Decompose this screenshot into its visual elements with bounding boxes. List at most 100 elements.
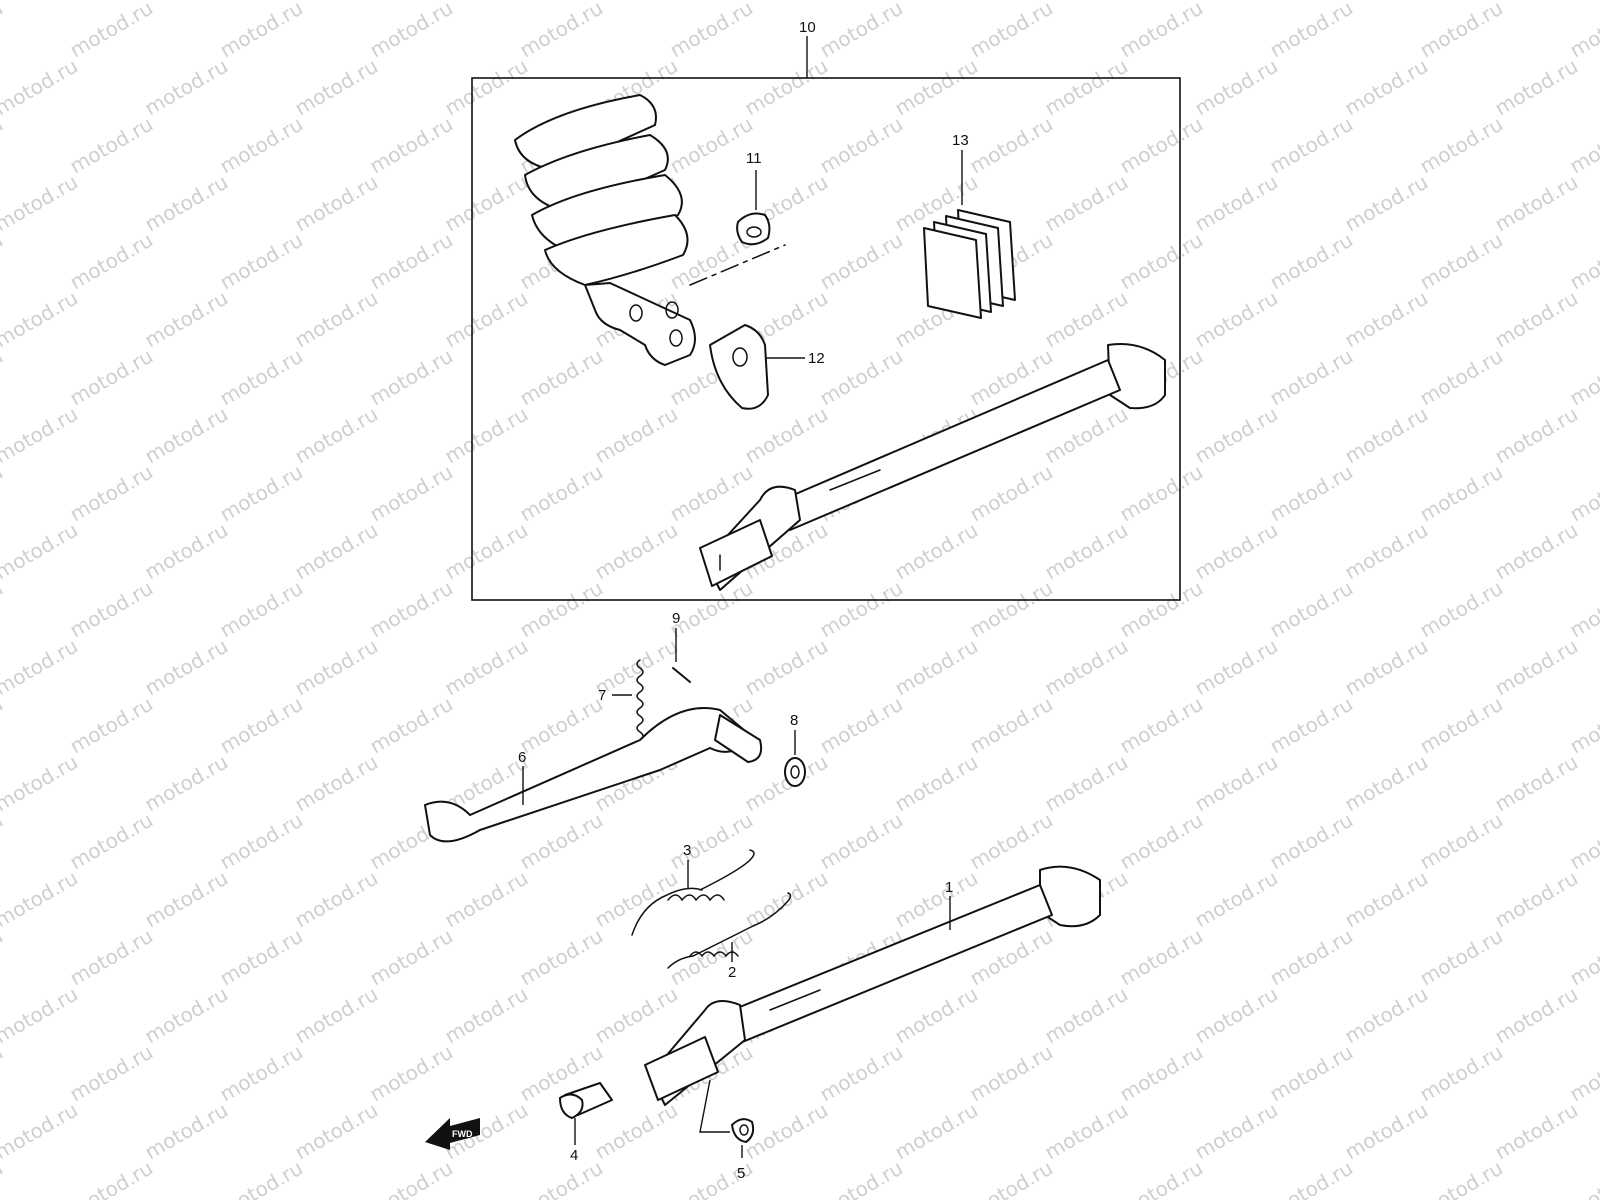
part-11-cap-nut[interactable] [736, 170, 771, 246]
watermark-text: motod.ru [216, 692, 307, 759]
part-8-washer[interactable] [784, 730, 806, 787]
watermark-text: motod.ru [1416, 344, 1507, 411]
part-6-stand-arm[interactable] [424, 707, 763, 843]
watermark-text: motod.ru [1116, 692, 1207, 759]
watermark-text: motod.ru [1566, 0, 1600, 62]
watermark-text: motod.ru [1266, 808, 1357, 875]
watermark-text: motod.ru [516, 808, 607, 875]
callout-11: 11 [746, 150, 762, 167]
fwd-arrow-icon: FWD [425, 1118, 480, 1150]
part-3-spring[interactable] [631, 849, 755, 936]
part-1-side-stand[interactable] [644, 865, 1101, 1106]
watermark-text: motod.ru [1191, 54, 1282, 121]
part-7-spring[interactable] [612, 659, 644, 741]
watermark-text: motod.ru [0, 344, 7, 411]
watermark-text: motod.ru [441, 518, 532, 585]
watermark-text: motod.ru [66, 460, 157, 527]
watermark-text: motod.ru [666, 808, 757, 875]
watermark-text: motod.ru [1041, 750, 1132, 817]
watermark-text: motod.ru [1341, 170, 1432, 237]
watermark-text: motod.ru [1341, 634, 1432, 701]
watermark-text: motod.ru [0, 1040, 7, 1107]
watermark-text: motod.ru [1041, 0, 1132, 4]
watermark-text: motod.ru [66, 692, 157, 759]
watermark-text: motod.ru [1491, 54, 1582, 121]
watermark-text: motod.ru [1266, 112, 1357, 179]
watermark-text: motod.ru [516, 0, 607, 62]
watermark-text: motod.ru [666, 112, 757, 179]
watermark-text: motod.ru [66, 808, 157, 875]
watermark-text: motod.ru [666, 460, 757, 527]
watermark-text: motod.ru [1566, 1040, 1600, 1107]
watermark-text: motod.ru [1416, 808, 1507, 875]
watermark-text: motod.ru [1266, 576, 1357, 643]
watermark-text: motod.ru [516, 576, 607, 643]
part-12-bracket[interactable] [709, 324, 805, 410]
watermark-text: motod.ru [66, 576, 157, 643]
watermark-text: motod.ru [0, 54, 82, 121]
watermark-text: motod.ru [1491, 170, 1582, 237]
watermark-text: motod.ru [366, 576, 457, 643]
watermark-text: motod.ru [966, 460, 1057, 527]
watermark-text: motod.ru [141, 170, 232, 237]
watermark-text: motod.ru [1341, 402, 1432, 469]
watermark-text: motod.ru [1566, 808, 1600, 875]
kit-group-10[interactable] [471, 36, 1181, 601]
watermark-text: motod.ru [291, 866, 382, 933]
part-4-bolt[interactable] [559, 1082, 613, 1145]
watermark-text: motod.ru [966, 576, 1057, 643]
watermark-text: motod.ru [1041, 518, 1132, 585]
watermark-text: motod.ru [66, 112, 157, 179]
watermark-text: motod.ru [291, 750, 382, 817]
watermark-text: motod.ru [66, 924, 157, 991]
watermark-text: motod.ru [1116, 112, 1207, 179]
watermark-text: motod.ru [516, 692, 607, 759]
watermark-text: motod.ru [966, 0, 1057, 62]
callout-10: 10 [799, 19, 816, 36]
callout-3: 3 [683, 842, 691, 859]
part-9-cotter-pin[interactable] [672, 628, 691, 683]
watermark-text: motod.ru [1491, 518, 1582, 585]
watermark-text: motod.ru [441, 170, 532, 237]
watermark-text: motod.ru [0, 634, 82, 701]
watermark-text: motod.ru [0, 0, 82, 4]
watermark-text: motod.ru [516, 924, 607, 991]
watermark-text: motod.ru [0, 982, 82, 1049]
callout-9: 9 [672, 610, 680, 627]
part-2-spring[interactable] [667, 892, 792, 969]
watermark-text: motod.ru [816, 692, 907, 759]
watermark-text: motod.ru [966, 808, 1057, 875]
watermark-text: motod.ru [1341, 1098, 1432, 1165]
watermark-text: motod.ru [1416, 228, 1507, 295]
watermark-text: motod.ru [291, 286, 382, 353]
watermark-text: motod.ru [441, 402, 532, 469]
watermark-text: motod.ru [1266, 0, 1357, 62]
watermark-text: motod.ru [1191, 518, 1282, 585]
callout-labels: 10 11 13 12 9 7 8 6 3 1 2 4 5 [518, 19, 969, 1182]
callout-6: 6 [518, 749, 526, 766]
part-13-pad-set[interactable] [923, 150, 1016, 319]
fwd-label: FWD [452, 1129, 473, 1139]
watermark-text: motod.ru [741, 402, 832, 469]
kit-box [471, 77, 1181, 601]
watermark-text: motod.ru [1491, 0, 1582, 4]
watermark-text: motod.ru [141, 634, 232, 701]
watermark-text: motod.ru [591, 1098, 682, 1165]
watermark-text: motod.ru [1191, 1098, 1282, 1165]
watermark-text: motod.ru [291, 982, 382, 1049]
watermark-text: motod.ru [891, 634, 982, 701]
watermark-text: motod.ru [741, 634, 832, 701]
watermark-text: motod.ru [141, 518, 232, 585]
watermark-text: motod.ru [591, 518, 682, 585]
watermark-text: motod.ru [1491, 1098, 1582, 1165]
watermark-text: motod.ru [1416, 112, 1507, 179]
watermark-text: motod.ru [141, 866, 232, 933]
watermark-text: motod.ru [1266, 1040, 1357, 1107]
watermark-text: motod.ru [1566, 576, 1600, 643]
watermark-text: motod.ru [1266, 692, 1357, 759]
part-5-nut[interactable] [699, 1079, 755, 1158]
watermark-text: motod.ru [1191, 0, 1282, 4]
watermark-text: motod.ru [1191, 402, 1282, 469]
watermark-text: motod.ru [1491, 286, 1582, 353]
